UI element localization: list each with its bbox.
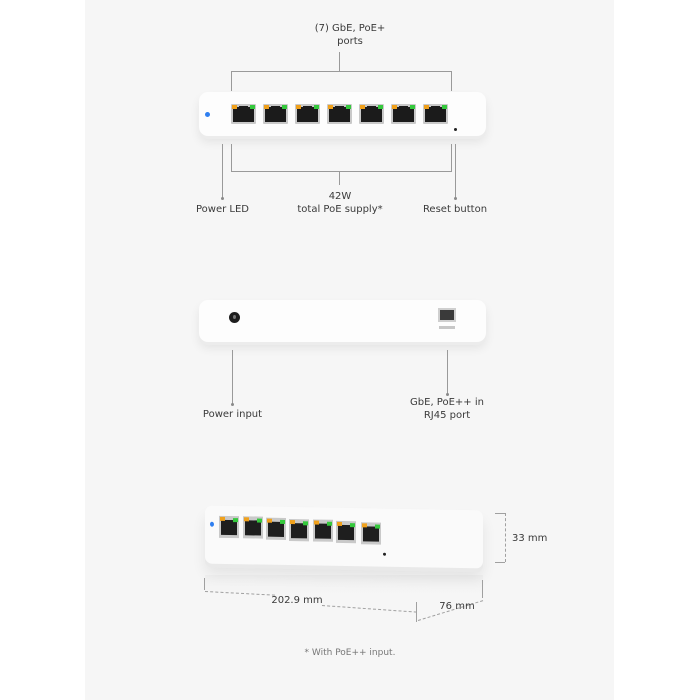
ethernet-port-7 bbox=[361, 522, 381, 545]
ethernet-port-6 bbox=[336, 520, 356, 544]
height-dim-line bbox=[505, 513, 506, 562]
ports-callout-line2: ports bbox=[337, 36, 363, 47]
switch-perspective-view bbox=[205, 505, 483, 569]
ethernet-port-4 bbox=[327, 104, 352, 124]
height-dim-bottom bbox=[495, 562, 505, 563]
ports-callout-line1: (7) GbE, PoE+ bbox=[314, 23, 386, 34]
power-led-icon bbox=[205, 112, 210, 117]
ports-bracket-left bbox=[231, 71, 232, 91]
ethernet-port-1 bbox=[219, 515, 239, 539]
uplink-leader bbox=[447, 350, 448, 394]
ethernet-port-6 bbox=[391, 104, 416, 124]
depth-dim-corner-tick bbox=[416, 602, 417, 622]
poe-bracket-left bbox=[231, 144, 232, 172]
reset-button-icon bbox=[383, 552, 386, 556]
uplink-label-line2: RJ45 port bbox=[423, 410, 471, 421]
power-input-icon bbox=[229, 312, 240, 323]
poe-budget-callout: 42W total PoE supply* bbox=[280, 190, 400, 216]
switch-front-view bbox=[199, 92, 486, 136]
power-led-leader-end bbox=[221, 197, 224, 200]
ethernet-port-1 bbox=[231, 104, 256, 124]
ethernet-port-4 bbox=[289, 519, 309, 542]
ports-bracket-right bbox=[451, 71, 452, 91]
reset-button-icon bbox=[454, 128, 457, 131]
reset-leader bbox=[455, 144, 456, 198]
ethernet-port-5 bbox=[313, 519, 333, 542]
depth-dim-right-tick bbox=[482, 580, 483, 598]
uplink-port-marking bbox=[439, 326, 455, 329]
switch-rear-view bbox=[199, 300, 486, 342]
poe-budget-desc: total PoE supply* bbox=[297, 204, 383, 215]
ethernet-port-7 bbox=[423, 104, 448, 124]
power-led-leader bbox=[222, 144, 223, 198]
poe-budget-value: 42W bbox=[328, 191, 352, 202]
reset-leader-end bbox=[454, 197, 457, 200]
power-input-leader bbox=[232, 350, 233, 404]
ethernet-port-2 bbox=[263, 104, 288, 124]
poe-bracket-right bbox=[451, 144, 452, 172]
power-input-leader-end bbox=[231, 403, 234, 406]
depth-dimension-label: 76 mm bbox=[439, 601, 475, 612]
height-dimension-label: 33 mm bbox=[512, 533, 548, 544]
uplink-callout: GbE, PoE++ in RJ45 port bbox=[397, 396, 497, 422]
ethernet-port-2 bbox=[243, 516, 263, 539]
poe-leader bbox=[339, 171, 340, 185]
ethernet-port-5 bbox=[359, 104, 384, 124]
power-led-label: Power LED bbox=[195, 204, 249, 215]
ethernet-port-3 bbox=[295, 104, 320, 124]
width-dimension-label: 202.9 mm bbox=[271, 595, 323, 606]
power-input-label: Power input bbox=[202, 409, 263, 420]
poe-bracket-bottom bbox=[231, 171, 452, 172]
ethernet-port-3 bbox=[266, 517, 286, 540]
ports-callout: (7) GbE, PoE+ ports bbox=[290, 22, 410, 48]
reset-button-label: Reset button bbox=[422, 204, 488, 215]
ports-leader bbox=[339, 52, 340, 72]
footnote: * With PoE++ input. bbox=[304, 648, 396, 658]
power-led-icon bbox=[210, 521, 214, 527]
width-dim-left-tick bbox=[204, 578, 205, 590]
ports-bracket-top bbox=[231, 71, 452, 72]
uplink-label-line1: GbE, PoE++ in bbox=[410, 397, 484, 408]
uplink-port-icon bbox=[438, 308, 456, 322]
height-dim-top bbox=[495, 513, 505, 514]
switch-reflection bbox=[205, 575, 483, 595]
uplink-leader-end bbox=[446, 393, 449, 396]
